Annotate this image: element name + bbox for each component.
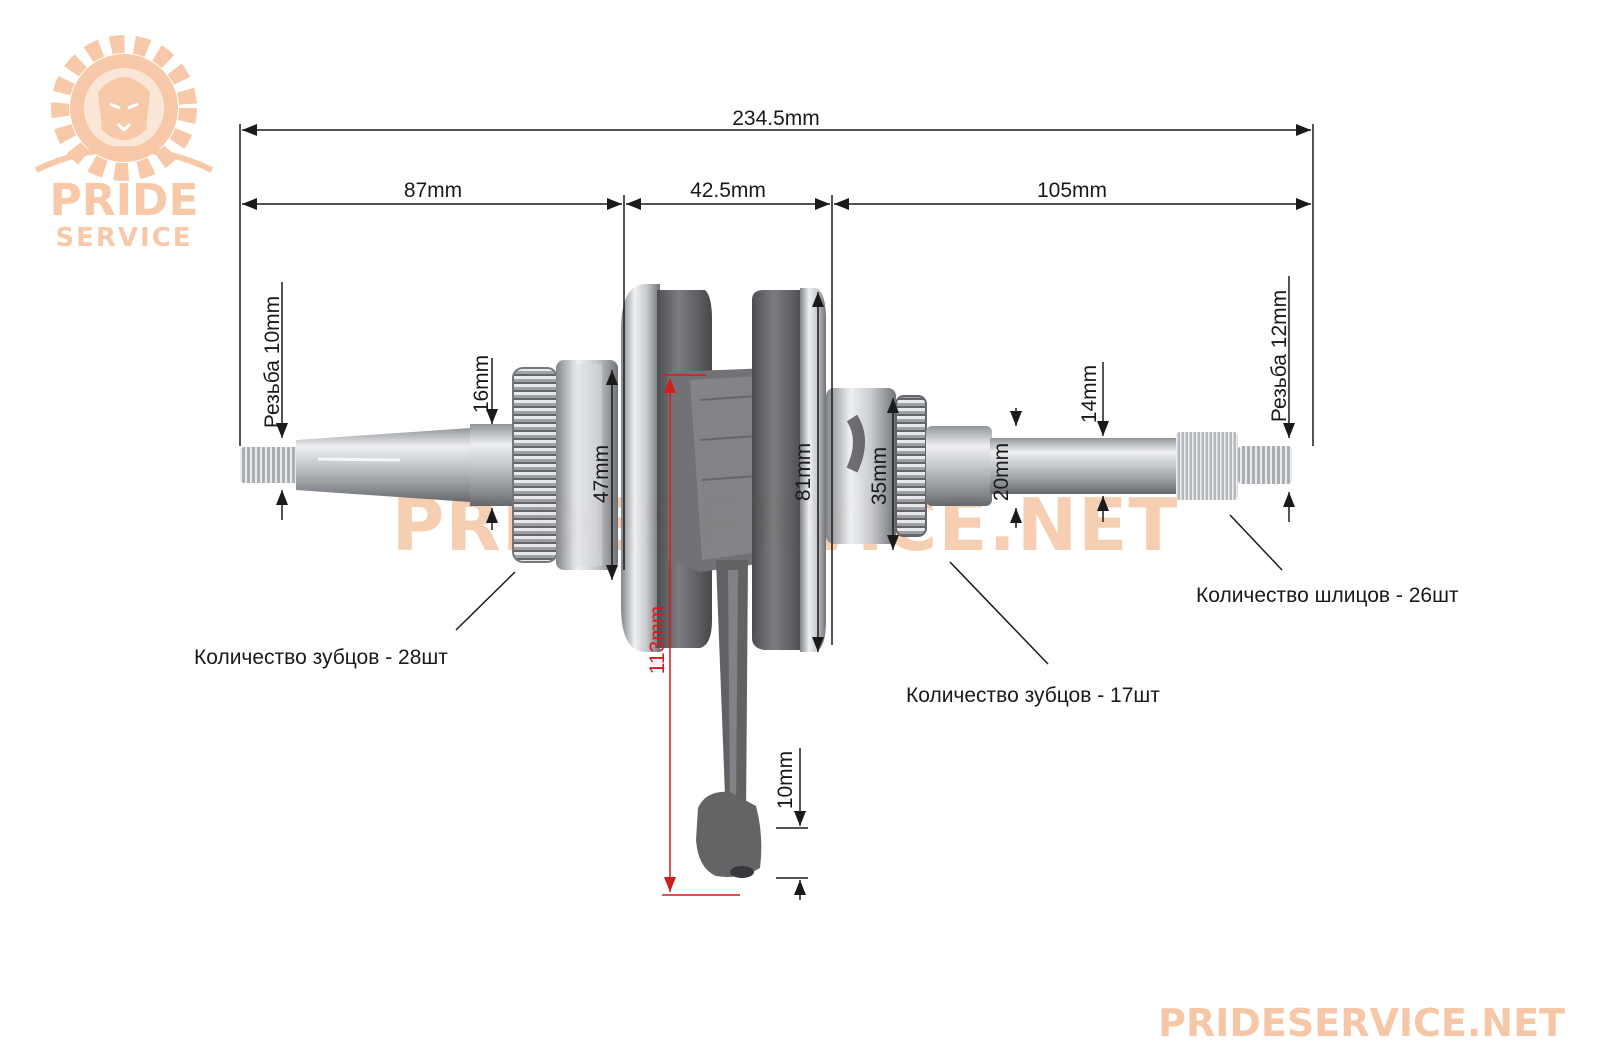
label-flywheel-dia: 81mm: [792, 443, 815, 501]
right-counterweight: [752, 290, 806, 650]
label-overall-length: 234.5mm: [732, 107, 820, 130]
rod-length-dimension: [662, 374, 740, 896]
logo-text-pride: PRIDE: [49, 175, 198, 226]
callouts: Количество зубцов - 28шт Количество зубц…: [194, 584, 1459, 707]
logo-text-service: SERVICE: [55, 223, 192, 253]
right-journal: [926, 426, 992, 506]
gear-lion-emblem-icon: [34, 35, 214, 181]
corner-watermark: PRIDESERVICE.NET: [1158, 1001, 1565, 1045]
label-right-journal-dia: 20mm: [990, 443, 1013, 501]
right-gear: [896, 396, 926, 536]
label-right-section: 105mm: [1037, 179, 1107, 202]
right-bearing: [826, 388, 896, 544]
callout-left-gear-teeth: Количество зубцов - 28шт: [194, 646, 448, 669]
right-shaft: [990, 438, 1176, 494]
label-small-end-dia: 10mm: [774, 751, 797, 809]
label-left-thread: Резьба 10mm: [261, 296, 284, 428]
dimension-lines: [239, 124, 1314, 900]
label-left-bearing-dia: 47mm: [590, 445, 613, 503]
left-thread: [240, 447, 298, 483]
right-splines: [1176, 432, 1238, 500]
label-right-thread: Резьба 12mm: [1268, 290, 1291, 422]
pride-service-logo: PRIDE SERVICE: [34, 35, 214, 253]
dimension-labels: 234.5mm 87mm 42.5mm 105mm Резьба 10mm Ре…: [261, 107, 1291, 809]
leader-splines: [1229, 514, 1283, 571]
connecting-rod-small-end: [696, 791, 762, 877]
left-bearing: [556, 360, 618, 570]
left-journal: [470, 424, 516, 506]
label-center-section: 42.5mm: [690, 179, 766, 202]
label-rod-length: 113mm: [646, 606, 669, 674]
label-left-section: 87mm: [404, 179, 462, 202]
right-thread: [1238, 446, 1292, 484]
label-left-shaft-dia: 16mm: [470, 355, 493, 413]
leader-right-gear: [949, 561, 1049, 665]
callout-spline-count: Количество шлицов - 26шт: [1196, 584, 1459, 607]
label-right-bearing-dia: 35mm: [868, 447, 891, 505]
crankshaft-illustration: [240, 284, 1292, 878]
left-flywheel: [621, 284, 660, 652]
callout-right-gear-teeth: Количество зубцов - 17шт: [906, 684, 1160, 707]
leader-left-gear: [455, 571, 516, 631]
label-right-shaft-dia: 14mm: [1078, 365, 1101, 423]
left-gear: [513, 368, 557, 562]
left-tapered-shaft: [296, 428, 470, 502]
